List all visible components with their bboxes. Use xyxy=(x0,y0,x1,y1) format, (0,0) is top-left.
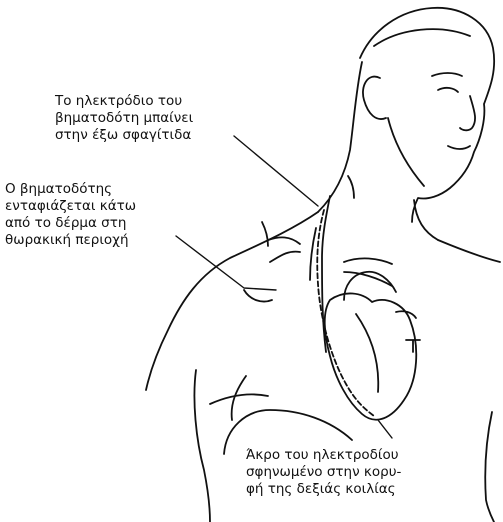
label-tip-line-2: σφηνωμένο στην κορυ- xyxy=(246,464,401,481)
eye xyxy=(438,88,458,92)
pacemaker-pocket xyxy=(244,290,272,302)
hair-line xyxy=(374,29,470,46)
label-tip-line-3: φή της δεξιάς κοιλίας xyxy=(246,481,401,498)
heart-groove xyxy=(356,314,378,392)
collar-mark-2 xyxy=(348,176,354,198)
ear xyxy=(363,77,386,119)
label-electrode: Το ηλεκτρόδιο του βηματοδότη μπαίνει στη… xyxy=(55,93,193,144)
t-mark xyxy=(406,340,420,352)
chest-left xyxy=(194,370,210,522)
label-pacemaker-line-3: από το δέρμα στη xyxy=(5,215,136,232)
label-electrode-line-1: Το ηλεκτρόδιο του xyxy=(55,93,193,110)
label-pacemaker-line-4: θωρακική περιοχή xyxy=(5,232,136,249)
neck-right xyxy=(414,200,438,240)
brow xyxy=(432,73,462,76)
carotid xyxy=(310,228,316,280)
neck-left xyxy=(318,62,362,212)
pointer-tip xyxy=(378,420,392,438)
vessel-branch-2 xyxy=(270,252,300,262)
label-electrode-line-2: βηματοδότη μπαίνει xyxy=(55,110,193,127)
vessel-branch-3 xyxy=(344,258,392,264)
nose xyxy=(460,96,475,130)
shoulder-right xyxy=(438,240,500,262)
label-pacemaker-line-2: ενταφιάζεται κάτω xyxy=(5,198,136,215)
label-tip-line-1: Άκρο του ηλεκτροδίου xyxy=(246,447,401,464)
pointer-electrode xyxy=(234,136,318,206)
jaw xyxy=(388,118,424,186)
label-electrode-tip: Άκρο του ηλεκτροδίου σφηνωμένο στην κορυ… xyxy=(246,447,401,498)
mouth xyxy=(448,146,470,149)
jugular-vein xyxy=(322,196,330,352)
label-pacemaker: Ο βηματοδότης ενταφιάζεται κάτω από το δ… xyxy=(5,181,136,249)
lead-loop xyxy=(232,376,246,420)
chest-right xyxy=(485,412,494,522)
heart-outline xyxy=(325,293,417,419)
lower-curve xyxy=(210,394,268,404)
heart-vessel xyxy=(396,311,416,318)
label-pacemaker-line-1: Ο βηματοδότης xyxy=(5,181,136,198)
label-electrode-line-3: στην έξω σφαγίτιδα xyxy=(55,127,193,144)
vessel-branch-1 xyxy=(268,237,300,244)
